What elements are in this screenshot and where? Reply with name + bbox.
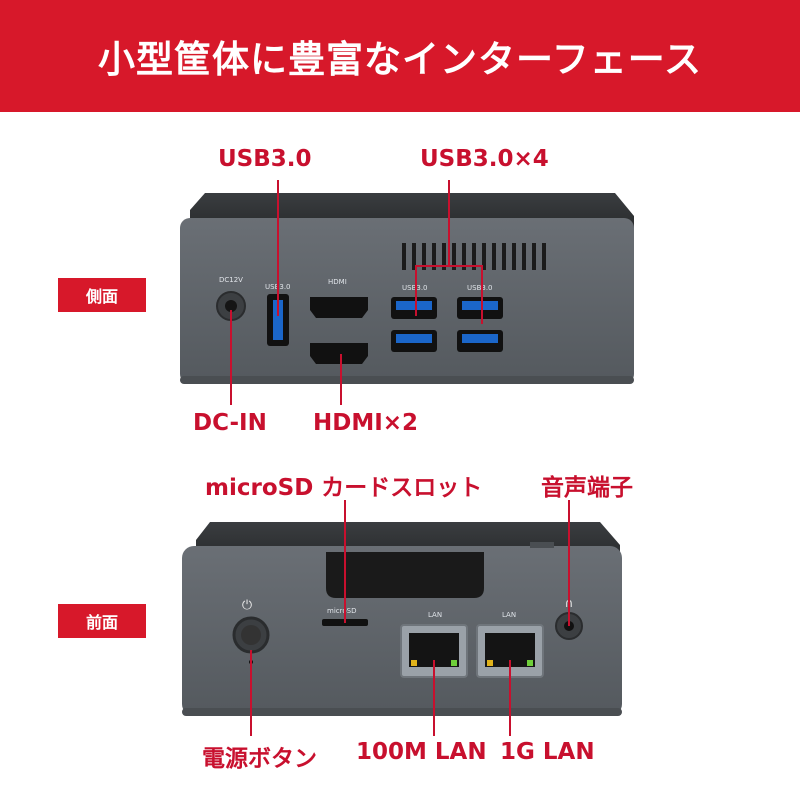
side-device: DC12V USB3.0 HDMI USB3.0 USB3.0 [180, 193, 634, 384]
label-lan-100m: 100M LAN [356, 739, 487, 765]
label-usb-quad: USB3.0×4 [420, 146, 549, 172]
front-device: ⏻ microSD LAN LAN ∩ [182, 522, 622, 716]
microsd-print: microSD [327, 607, 356, 615]
hdmi-print: HDMI [328, 278, 347, 286]
usb-b-print: USB3.0 [402, 284, 428, 292]
side-tag: 側面 [58, 278, 146, 312]
hdmi-port-1 [310, 297, 368, 318]
lan2-print: LAN [502, 611, 516, 619]
front-tag: 前面 [58, 604, 146, 638]
hdmi-port-2 [310, 343, 368, 364]
label-lan-1g: 1G LAN [500, 739, 595, 765]
power-icon: ⏻ [242, 598, 252, 613]
label-audio: 音声端子 [541, 475, 633, 501]
label-usb-single: USB3.0 [218, 146, 312, 172]
banner-title: 小型筐体に豊富なインターフェース [98, 38, 702, 81]
title-banner: 小型筐体に豊富なインターフェース [0, 0, 800, 112]
label-microsd: microSD カードスロット [205, 475, 483, 501]
usb-c-print: USB3.0 [467, 284, 493, 292]
label-dc-in: DC-IN [193, 410, 267, 436]
label-hdmi: HDMI×2 [313, 410, 419, 436]
side-pointer-lines [230, 180, 483, 405]
dc-print: DC12V [219, 276, 243, 284]
lan1-print: LAN [428, 611, 442, 619]
label-power: 電源ボタン [202, 746, 317, 772]
front-pointer-lines [250, 500, 570, 736]
vent-slots [402, 243, 546, 270]
